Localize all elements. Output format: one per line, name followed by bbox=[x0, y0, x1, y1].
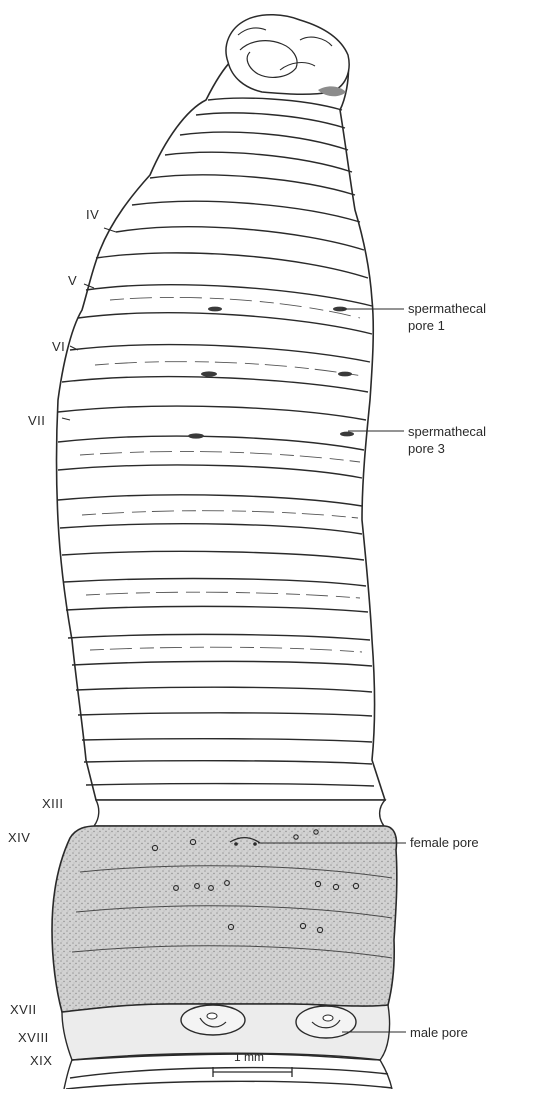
callout-line: pore 3 bbox=[408, 440, 486, 457]
segment-xiii bbox=[94, 800, 385, 826]
male-pore-swelling-right bbox=[296, 1006, 356, 1038]
male-pore-swelling-left bbox=[181, 1005, 245, 1035]
callout-line: pore 1 bbox=[408, 317, 486, 334]
callout-female-pore: female pore bbox=[410, 834, 479, 851]
callout-spermathecal-pore-3: spermathecal pore 3 bbox=[408, 423, 486, 457]
segment-label-vi: VI bbox=[52, 340, 65, 353]
prostomium bbox=[226, 15, 349, 95]
segment-label-vii: VII bbox=[28, 414, 45, 427]
segment-label-xiii: XIII bbox=[42, 797, 64, 810]
callout-line: spermathecal bbox=[408, 423, 486, 440]
posterior-segments bbox=[64, 1053, 392, 1089]
clitellum bbox=[52, 826, 397, 1012]
scale-bar bbox=[213, 1067, 292, 1077]
segment-label-iv: IV bbox=[86, 208, 99, 221]
segment-label-xvii: XVII bbox=[10, 1003, 37, 1016]
segment-label-v: V bbox=[68, 274, 77, 287]
scale-bar-label: 1 mm bbox=[234, 1051, 264, 1063]
callout-line: spermathecal bbox=[408, 300, 486, 317]
segment-label-xiv: XIV bbox=[8, 831, 30, 844]
segment-label-xviii: XVIII bbox=[18, 1031, 49, 1044]
callout-male-pore: male pore bbox=[410, 1024, 468, 1041]
callout-spermathecal-pore-1: spermathecal pore 1 bbox=[408, 300, 486, 334]
segment-label-xix: XIX bbox=[30, 1054, 52, 1067]
